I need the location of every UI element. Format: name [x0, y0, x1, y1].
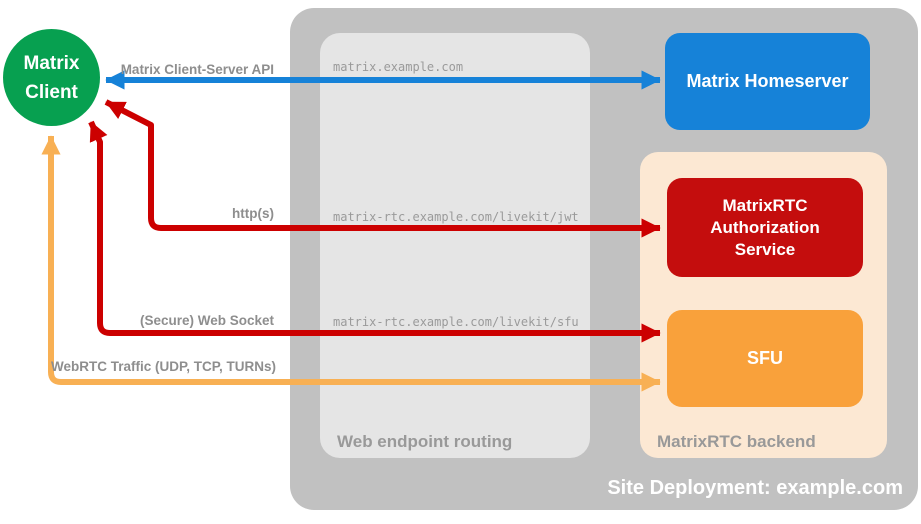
matrix-homeserver-node: Matrix Homeserver	[665, 33, 870, 130]
sfu-node: SFU	[667, 310, 863, 407]
endpoint-url-livekit-jwt: matrix-rtc.example.com/livekit/jwt	[333, 210, 579, 224]
matrix-homeserver-label: Matrix Homeserver	[686, 71, 849, 91]
sfu-label: SFU	[747, 348, 783, 368]
auth-service-label-line3: Service	[734, 239, 796, 259]
matrixrtc-backend-label: MatrixRTC backend	[657, 432, 816, 451]
matrix-client-label-line1: Matrix	[23, 52, 80, 74]
label-secure-web-socket: (Secure) Web Socket	[139, 313, 274, 328]
web-endpoint-routing-label: Web endpoint routing	[337, 432, 513, 451]
web-endpoint-routing-box: matrix.example.com matrix-rtc.example.co…	[320, 33, 590, 458]
label-matrix-client-server-api: Matrix Client-Server API	[120, 62, 274, 77]
matrix-client-node: Matrix Client	[3, 29, 100, 126]
endpoint-url-homeserver: matrix.example.com	[333, 60, 464, 74]
endpoint-url-livekit-sfu: matrix-rtc.example.com/livekit/sfu	[333, 315, 579, 329]
auth-service-label-line2: Authorization	[710, 217, 820, 237]
site-deployment-label: Site Deployment: example.com	[607, 477, 903, 499]
label-https: http(s)	[232, 206, 274, 221]
auth-service-label-line1: MatrixRTC	[722, 195, 808, 215]
matrix-client-label-line2: Client	[25, 81, 78, 103]
matrixrtc-authorization-service-node: MatrixRTC Authorization Service	[667, 178, 863, 277]
label-webrtc-traffic: WebRTC Traffic (UDP, TCP, TURNs)	[50, 359, 276, 374]
